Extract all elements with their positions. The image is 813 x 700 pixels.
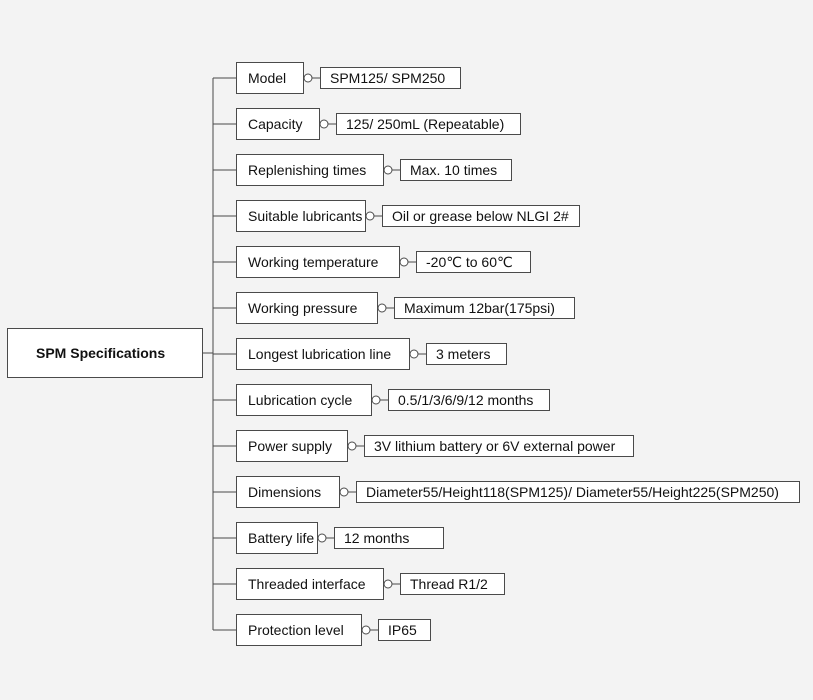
spec-label: Working pressure <box>248 300 358 316</box>
spec-label: Longest lubrication line <box>248 346 392 362</box>
spec-label-box: Longest lubrication line <box>236 338 410 370</box>
spec-label-box: Battery life <box>236 522 318 554</box>
spec-label-box: Power supply <box>236 430 348 462</box>
spec-label-box: Working temperature <box>236 246 400 278</box>
spec-label-box: Protection level <box>236 614 362 646</box>
connector-circle <box>365 211 375 221</box>
spec-value: 125/ 250mL (Repeatable) <box>346 116 505 132</box>
spec-label-box: Model <box>236 62 304 94</box>
connector-circle <box>303 73 313 83</box>
spec-value-box: -20℃ to 60℃ <box>416 251 531 273</box>
spec-value: 3 meters <box>436 346 491 362</box>
connector-circle <box>399 257 409 267</box>
spec-value: 0.5/1/3/6/9/12 months <box>398 392 534 408</box>
spec-value: Diameter55/Height118(SPM125)/ Diameter55… <box>366 484 779 500</box>
spec-value: 12 months <box>344 530 410 546</box>
spec-value: Oil or grease below NLGI 2# <box>392 208 569 224</box>
connector-circle <box>347 441 357 451</box>
connector-circle <box>377 303 387 313</box>
spec-label: Suitable lubricants <box>248 208 363 224</box>
connector-circle <box>383 579 393 589</box>
spec-value: IP65 <box>388 622 417 638</box>
spec-value-box: Oil or grease below NLGI 2# <box>382 205 580 227</box>
spec-label-box: Dimensions <box>236 476 340 508</box>
spec-value: SPM125/ SPM250 <box>330 70 446 86</box>
spec-value-box: 3 meters <box>426 343 507 365</box>
spec-label-box: Working pressure <box>236 292 378 324</box>
connector-circle <box>339 487 349 497</box>
spec-label: Threaded interface <box>248 576 366 592</box>
connector-circle <box>409 349 419 359</box>
spec-value-box: Maximum 12bar(175psi) <box>394 297 575 319</box>
connector-circle <box>383 165 393 175</box>
spec-value: Maximum 12bar(175psi) <box>404 300 555 316</box>
spec-value-box: SPM125/ SPM250 <box>320 67 461 89</box>
spec-label: Protection level <box>248 622 344 638</box>
spec-label: Lubrication cycle <box>248 392 353 408</box>
connector-circle <box>317 533 327 543</box>
spec-label: Working temperature <box>248 254 379 270</box>
spec-value: -20℃ to 60℃ <box>426 253 513 270</box>
spec-value: 3V lithium battery or 6V external power <box>374 438 616 454</box>
spec-label: Capacity <box>248 116 303 132</box>
spec-label: Power supply <box>248 438 333 454</box>
spec-label: Replenishing times <box>248 162 367 178</box>
spec-label-box: Replenishing times <box>236 154 384 186</box>
spec-value-box: 125/ 250mL (Repeatable) <box>336 113 521 135</box>
spec-value-box: Thread R1/2 <box>400 573 505 595</box>
connector-circle <box>371 395 381 405</box>
spec-value-box: Diameter55/Height118(SPM125)/ Diameter55… <box>356 481 800 503</box>
spec-label-box: Suitable lubricants <box>236 200 366 232</box>
root-node: SPM Specifications <box>7 328 203 378</box>
spec-value-box: IP65 <box>378 619 431 641</box>
connector-circle <box>361 625 371 635</box>
spec-value-box: 0.5/1/3/6/9/12 months <box>388 389 550 411</box>
spec-label: Battery life <box>248 530 315 546</box>
spec-label-box: Lubrication cycle <box>236 384 372 416</box>
spec-value-box: Max. 10 times <box>400 159 512 181</box>
spec-value-box: 12 months <box>334 527 444 549</box>
spec-label: Model <box>248 70 287 86</box>
spec-value-box: 3V lithium battery or 6V external power <box>364 435 634 457</box>
root-label: SPM Specifications <box>36 345 166 361</box>
spec-label: Dimensions <box>248 484 322 500</box>
spec-label-box: Capacity <box>236 108 320 140</box>
connector-circle <box>319 119 329 129</box>
spec-value: Max. 10 times <box>410 162 498 178</box>
spec-value: Thread R1/2 <box>410 576 488 592</box>
spec-label-box: Threaded interface <box>236 568 384 600</box>
